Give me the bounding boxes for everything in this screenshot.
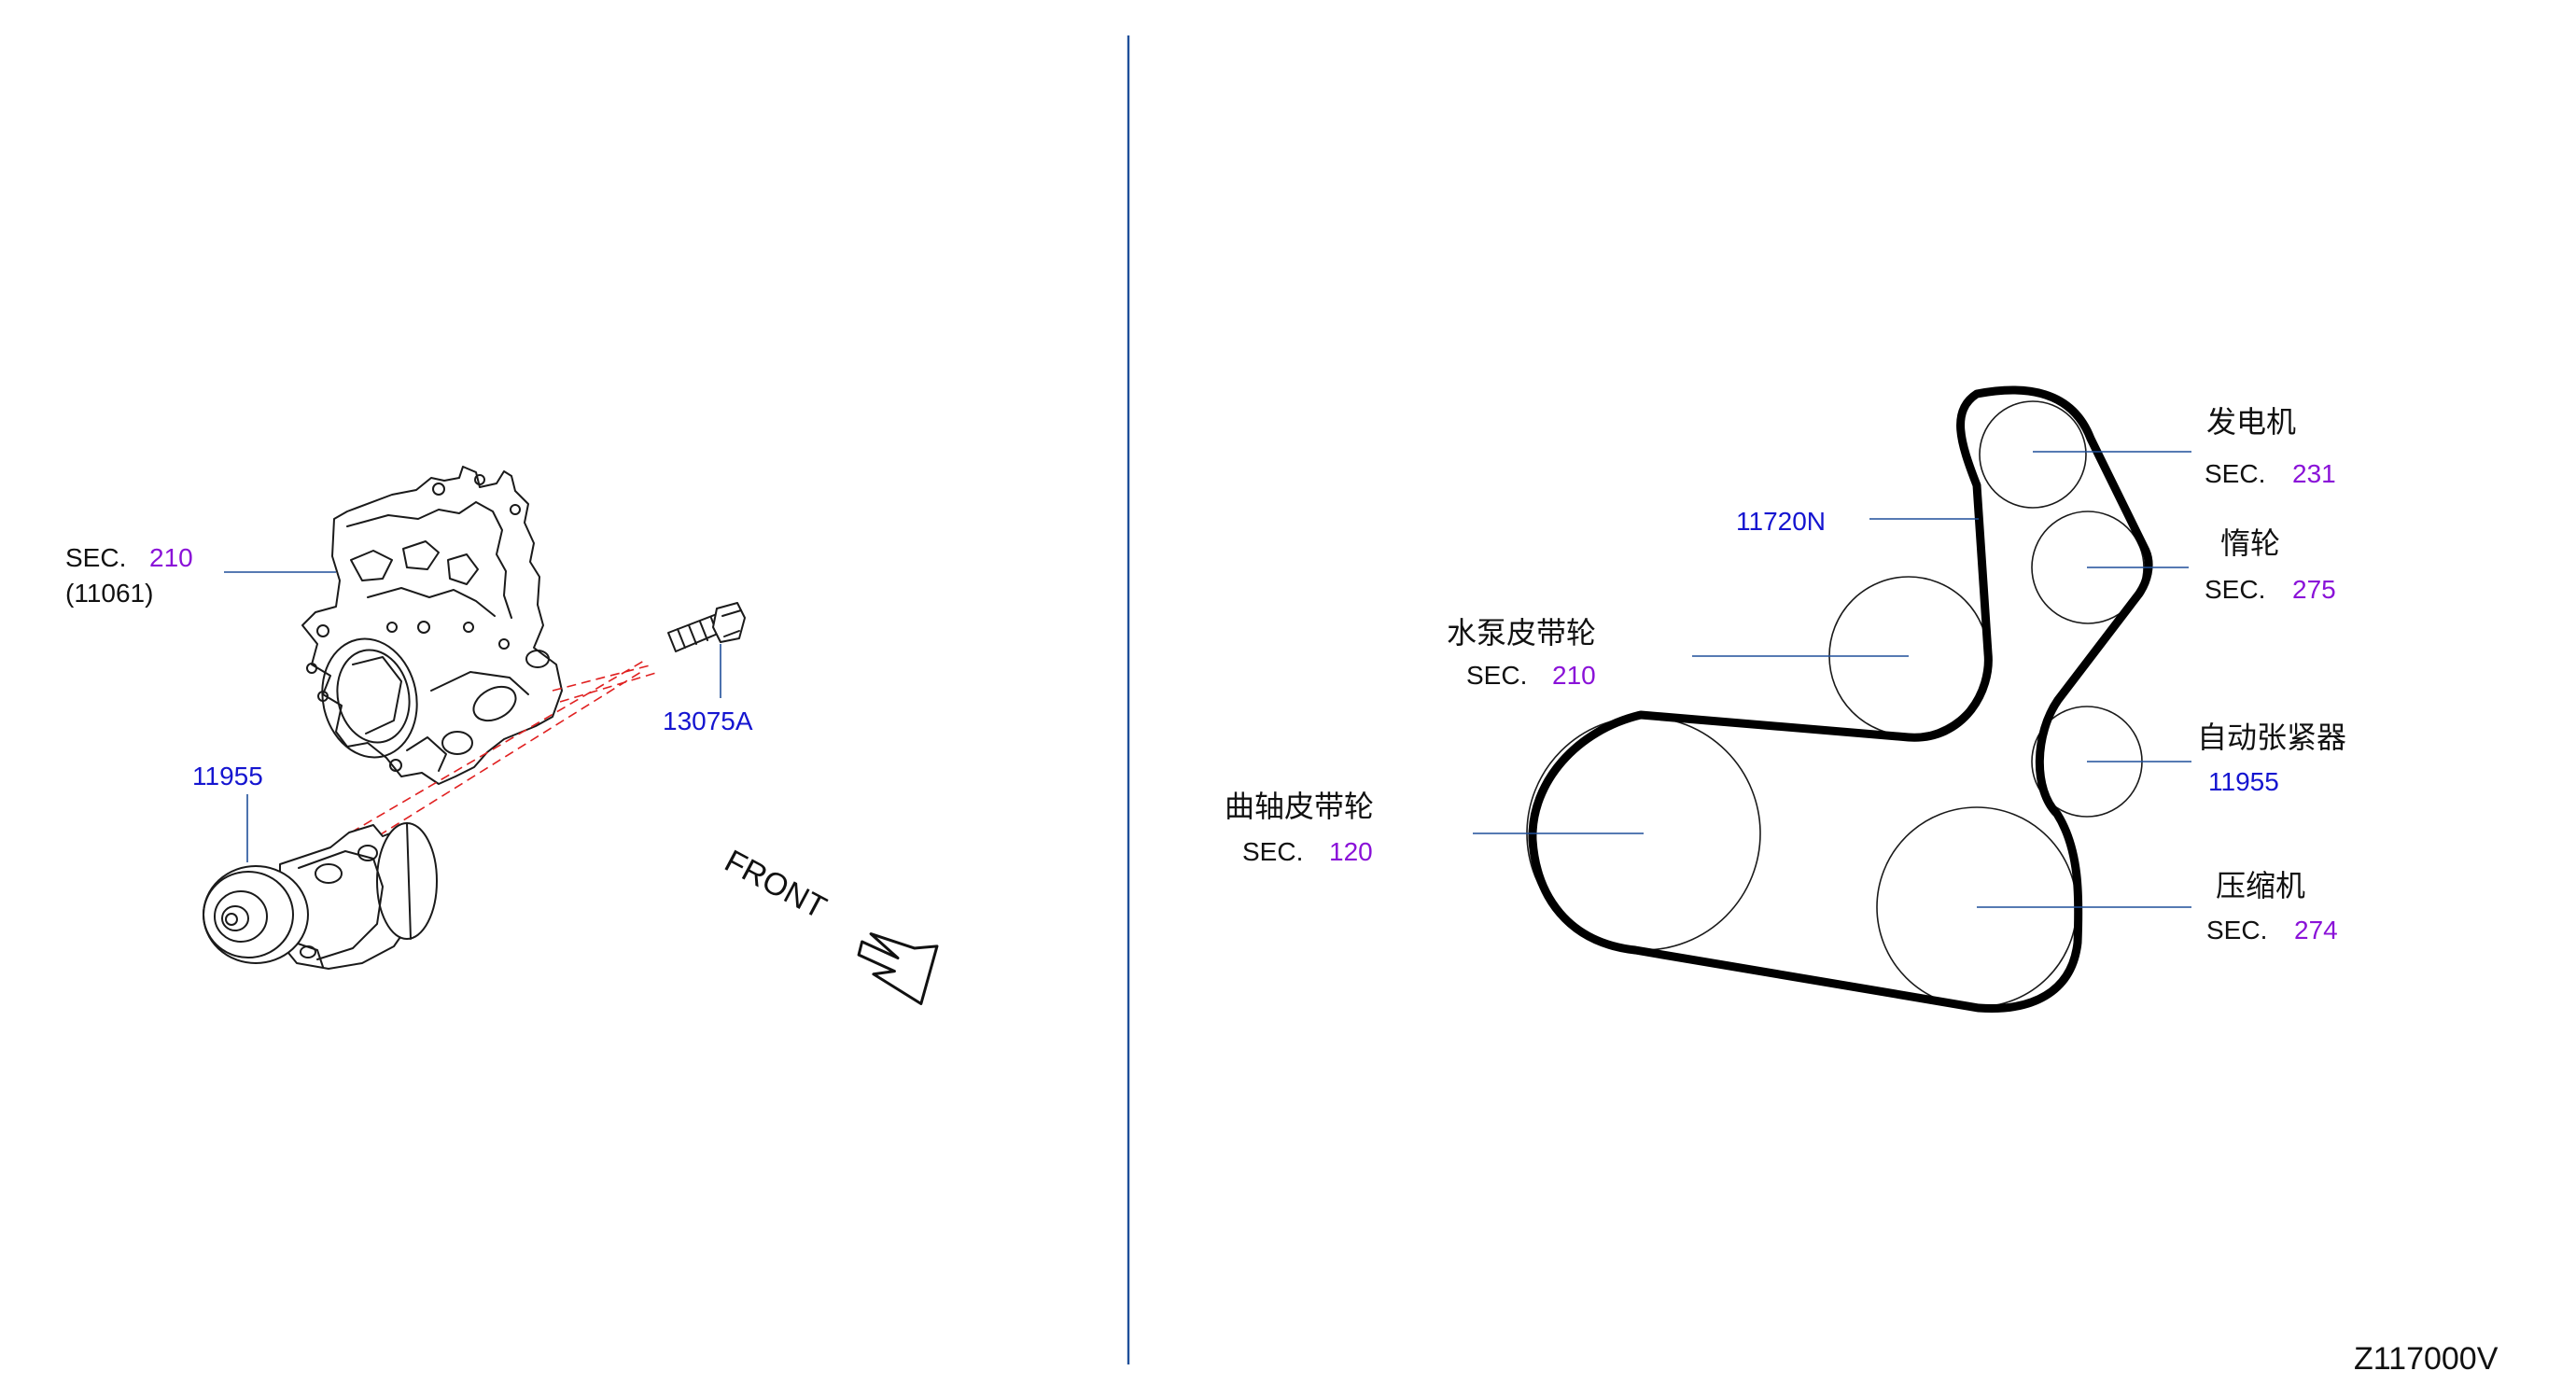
auto-tensioner-name: 自动张紧器 <box>2197 720 2346 754</box>
front-label: FRONT <box>719 844 832 927</box>
belt-part-number[interactable]: 11720N <box>1736 507 1826 536</box>
front-arrow-icon <box>857 932 939 1006</box>
crankshaft-sec-number[interactable]: 120 <box>1329 837 1373 866</box>
tensioner-part-number[interactable]: 11955 <box>192 762 263 790</box>
alternator-name: 发电机 <box>2206 405 2296 439</box>
water-pump-sec-prefix: SEC. <box>1466 661 1527 690</box>
bolt-13075a <box>667 602 746 652</box>
compressor-sec-prefix: SEC. <box>2206 916 2267 944</box>
bolt-part-number[interactable]: 13075A <box>663 706 753 735</box>
idler-sec-prefix: SEC. <box>2205 575 2265 604</box>
alternator-pulley <box>1979 400 2087 509</box>
assembly-guide-lines <box>350 660 660 845</box>
auto-tensioner-assembly <box>203 822 438 970</box>
auto-tensioner-part-number[interactable]: 11955 <box>2208 767 2279 796</box>
crankshaft-sec-prefix: SEC. <box>1242 837 1303 866</box>
timing-cover-part-ref: (11061) <box>65 579 153 608</box>
water-pump-sec-number[interactable]: 210 <box>1552 661 1596 690</box>
alternator-sec-prefix: SEC. <box>2205 459 2265 488</box>
idler-name: 惰轮 <box>2220 526 2280 560</box>
idler-sec-number[interactable]: 275 <box>2292 575 2336 604</box>
timing-cover-sec-prefix: SEC. <box>65 543 126 572</box>
timing-cover-sec-number[interactable]: 210 <box>149 543 193 572</box>
compressor-name: 压缩机 <box>2216 869 2305 902</box>
compressor-sec-number[interactable]: 274 <box>2294 916 2338 944</box>
diagram-code: Z117000V <box>2354 1341 2499 1377</box>
alternator-sec-number[interactable]: 231 <box>2292 459 2336 488</box>
timing-cover <box>301 466 563 785</box>
water-pump-name: 水泵皮带轮 <box>1447 616 1596 650</box>
crankshaft-name: 曲轴皮带轮 <box>1225 790 1374 823</box>
drive-belt <box>1528 385 2153 1013</box>
